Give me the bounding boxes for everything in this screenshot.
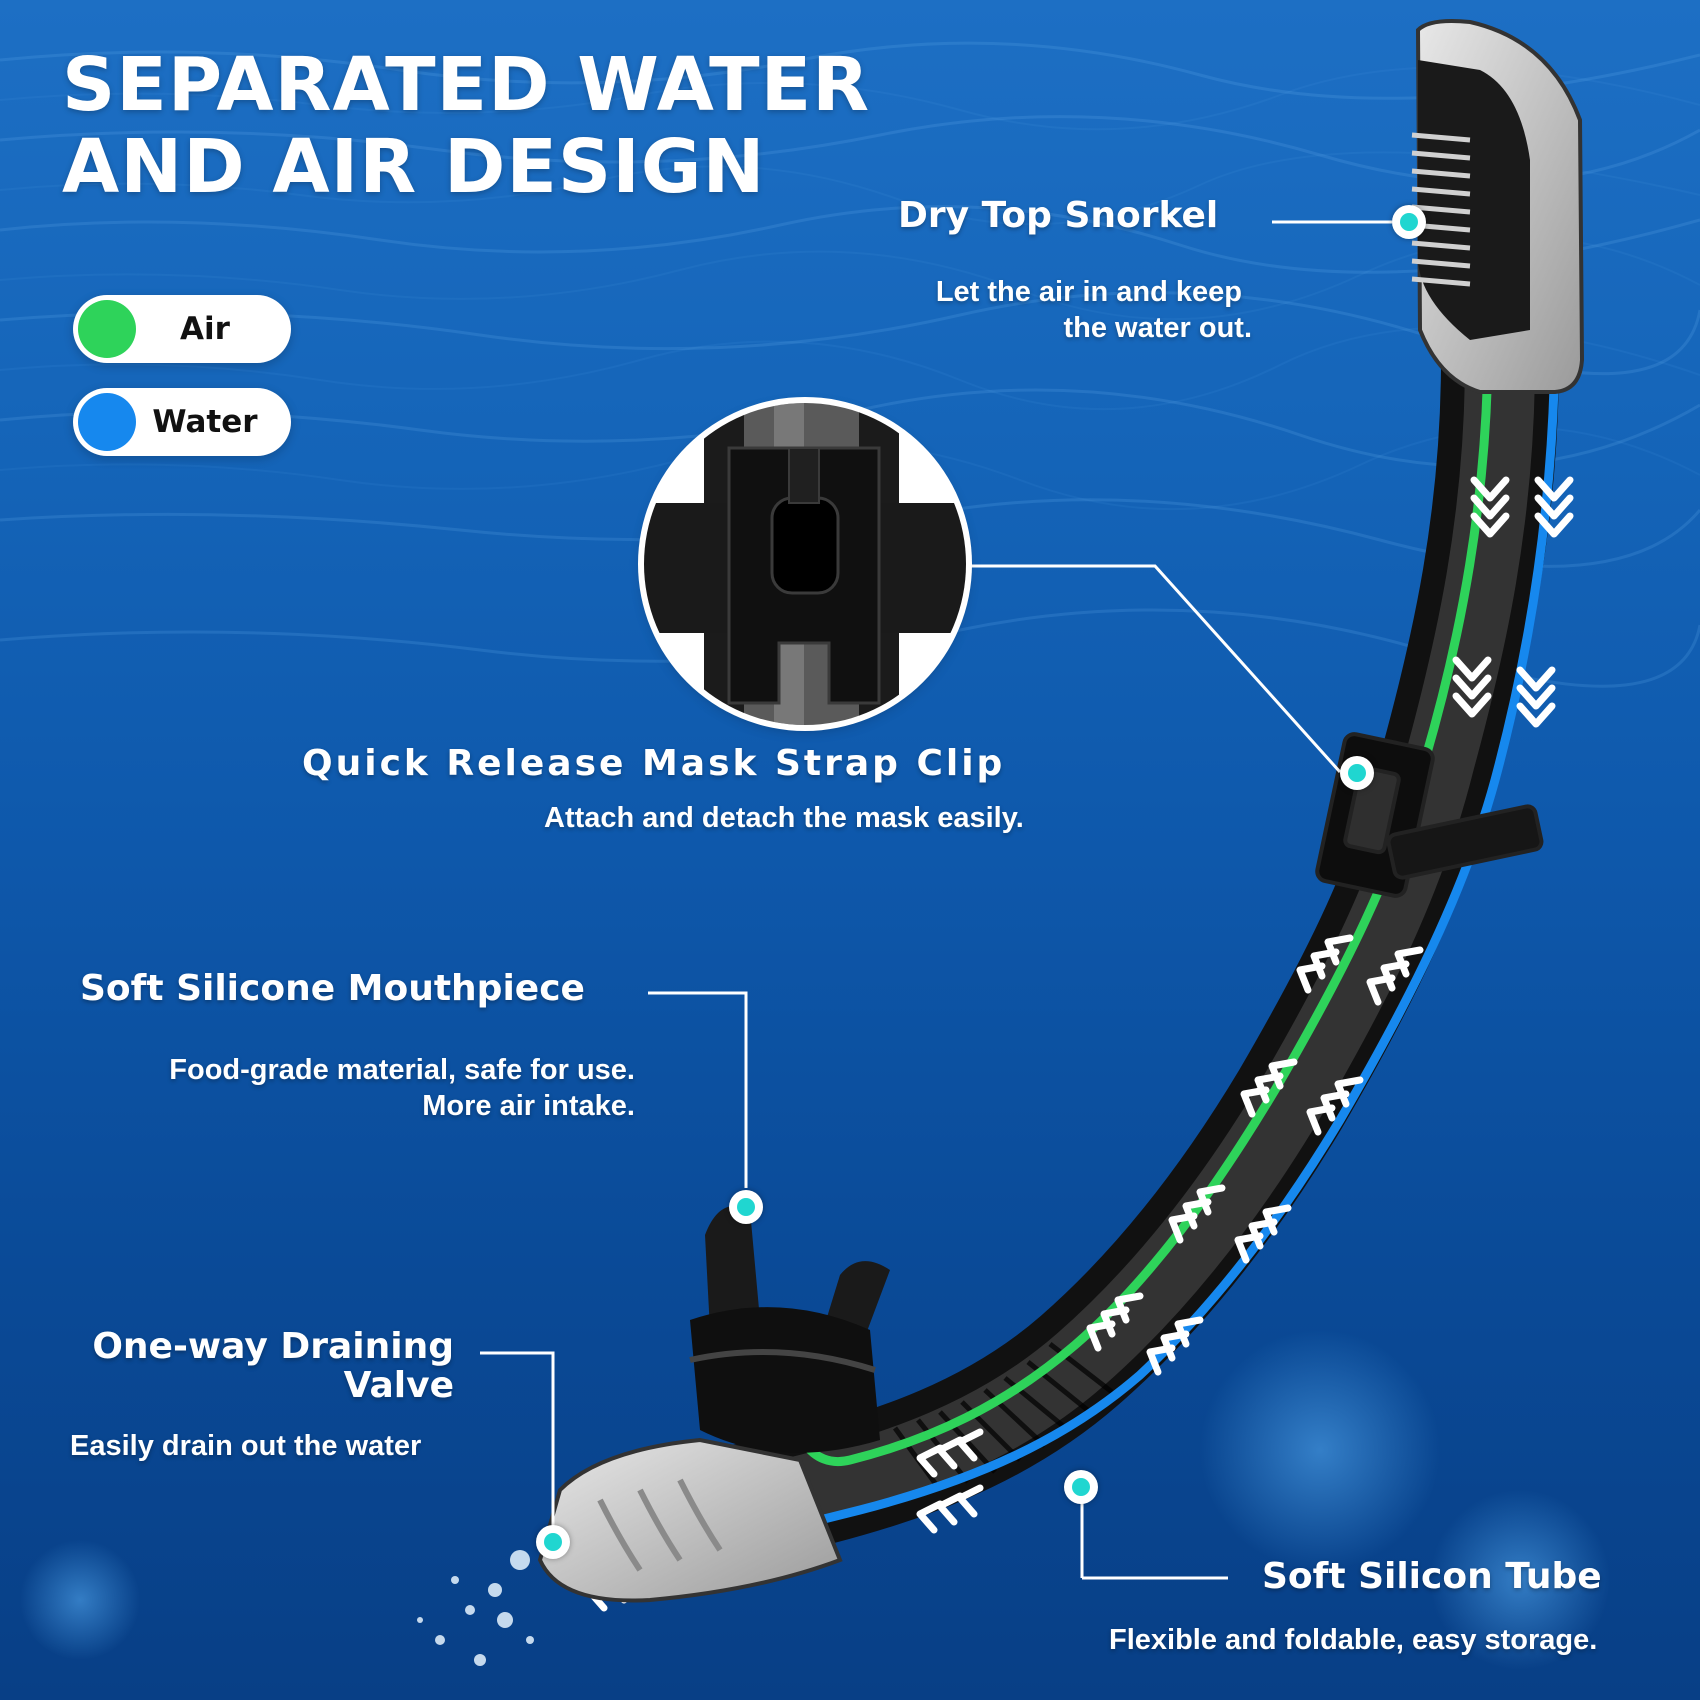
headline-line-1: SEPARATED WATER — [62, 42, 871, 128]
mouthpiece-callout-dot — [729, 1190, 763, 1224]
dry-top-desc-line-1: Let the air in and keep — [935, 276, 1242, 308]
strap-clip-title: Quick Release Mask Strap Clip — [302, 743, 1006, 784]
water-color-swatch — [78, 393, 136, 451]
mouthpiece-desc-line-1: Food-grade material, safe for use. — [169, 1054, 635, 1086]
water-splash — [417, 1550, 534, 1666]
mouthpiece-desc-line-2: More air intake. — [422, 1090, 635, 1122]
strap-clip-closeup — [644, 403, 966, 725]
valve-desc: Easily drain out the water — [70, 1430, 422, 1462]
water-flow-line — [598, 329, 1560, 1580]
strap-clip-desc: Attach and detach the mask easily. — [544, 802, 1024, 834]
mouthpiece-title: Soft Silicone Mouthpiece — [80, 968, 585, 1009]
strap-clip-callout-dot — [1340, 756, 1374, 790]
legend-water-label: Water — [152, 404, 258, 440]
purge-valve — [537, 1437, 843, 1603]
strap-clip-closeup-image — [644, 403, 966, 725]
tube-callout-dot — [1064, 1470, 1098, 1504]
mouthpiece — [689, 1205, 890, 1453]
dry-top-desc-line-2: the water out. — [1063, 312, 1252, 344]
legend-air: Air — [73, 295, 291, 363]
valve-title-line-1: One-way Draining — [92, 1326, 454, 1367]
air-color-swatch — [78, 300, 136, 358]
tube-title: Soft Silicon Tube — [1262, 1556, 1602, 1597]
headline-line-2: AND AIR DESIGN — [62, 124, 766, 210]
dry-top-callout-dot — [1392, 205, 1426, 239]
dry-top-title: Dry Top Snorkel — [898, 195, 1219, 236]
legend-air-label: Air — [180, 311, 230, 347]
tube-desc: Flexible and foldable, easy storage. — [1109, 1624, 1598, 1656]
legend-water: Water — [73, 388, 291, 456]
air-flow-line — [789, 339, 1493, 1466]
valve-callout-dot — [536, 1525, 570, 1559]
valve-title-line-2: Valve — [343, 1365, 454, 1406]
